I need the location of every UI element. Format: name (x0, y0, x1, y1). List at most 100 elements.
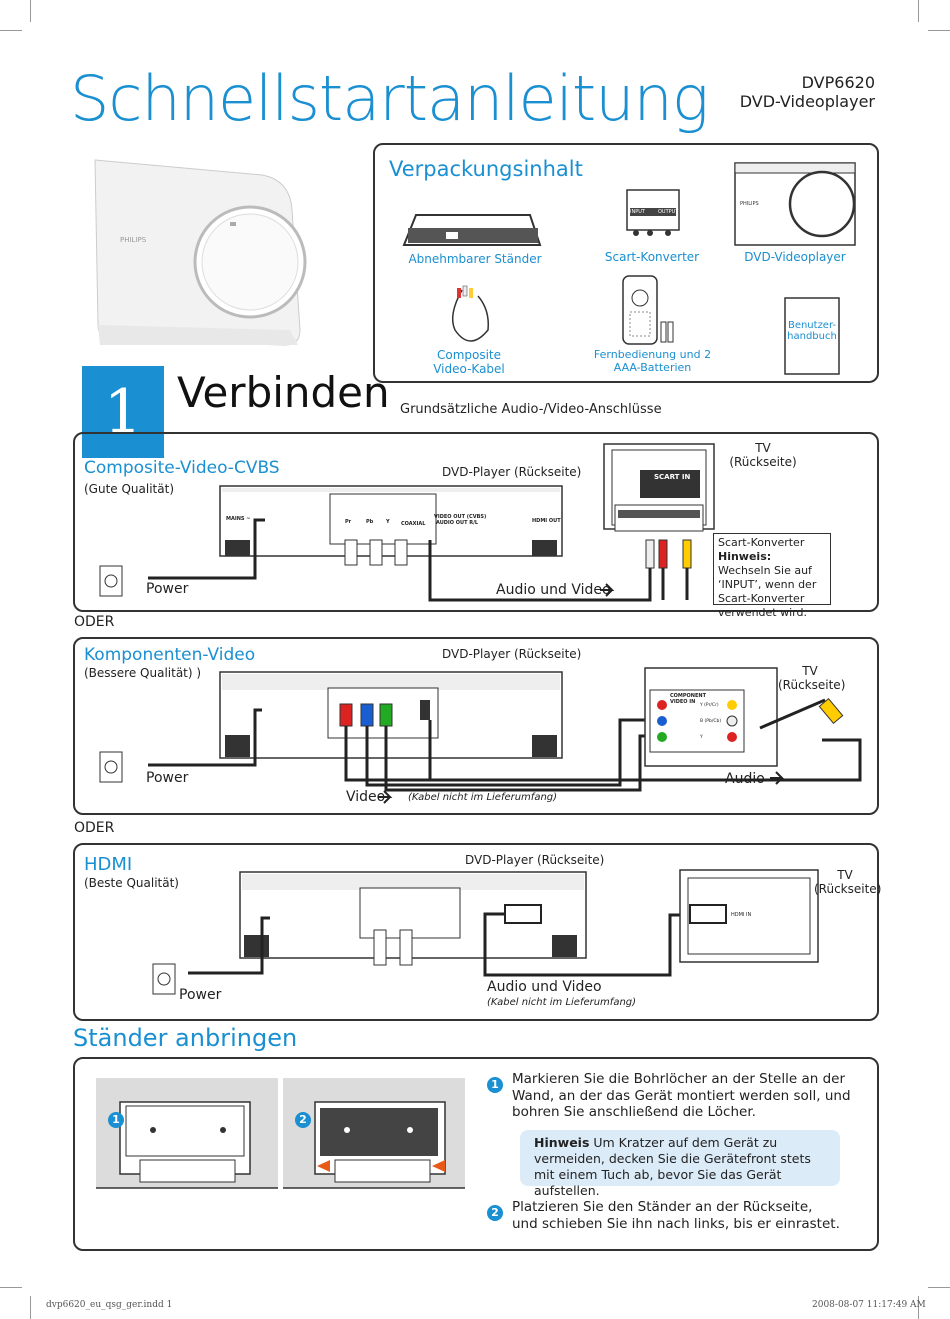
crop-mark (928, 30, 950, 31)
hdmi-cable-note: (Kabel nicht im Lieferumfang) (487, 997, 637, 1008)
crop-mark (30, 1296, 31, 1319)
hdmi-player-label: DVD-Player (Rückseite) (465, 853, 605, 867)
section-number: 1 (82, 366, 164, 458)
scart-in-label: SCART IN (654, 473, 691, 481)
cvbs-panel-pb: Pb (366, 519, 374, 525)
cvbs-tv-back (603, 443, 715, 569)
stand-step2-image (283, 1078, 465, 1189)
power-socket-icon (152, 963, 176, 995)
hdmi-av-label: Audio und Video (487, 979, 602, 995)
player-hero-image: PHILIPS (94, 159, 307, 346)
cvbs-player-label: DVD-Player (Rückseite) (442, 465, 582, 479)
package-item-manual: Benutzer- handbuch (787, 320, 837, 342)
package-item-cable: Composite Video-Kabel (433, 348, 505, 376)
package-title: Verpackungsinhalt (389, 157, 583, 181)
cvbs-title: Composite-Video-CVBS (84, 458, 280, 478)
cvbs-quality: (Gute Qualität) (84, 482, 175, 496)
component-tv-back (644, 667, 844, 767)
tv-pb-label: B (Pb/Cb) (700, 719, 722, 724)
scart-note-title: Scart-Konverter (718, 536, 805, 549)
cvbs-box (73, 432, 879, 612)
scart-note-bold: Hinweis: (718, 550, 772, 563)
manual-icon (784, 297, 840, 375)
package-item-stand: Abnehmbarer Ständer (408, 252, 542, 266)
scart-input-label: INPUT (630, 209, 645, 215)
scart-converter-icon (626, 189, 680, 236)
composite-cable-icon (451, 285, 490, 342)
package-item-scart: Scart-Konverter (604, 250, 700, 264)
cvbs-player-back (219, 485, 563, 566)
stand-icon (402, 214, 542, 246)
cvbs-power-label: Power (146, 581, 189, 597)
svg-text:PHILIPS: PHILIPS (740, 201, 759, 207)
cvbs-panel-y: Y (386, 519, 390, 525)
remote-control-icon (622, 275, 674, 345)
scart-note-text: Wechseln Sie auf ‘INPUT’, wenn der Scart… (718, 564, 817, 619)
page-title: Schnellstartanleitung (70, 62, 709, 135)
cvbs-panel-mains: MAINS ~ (226, 516, 251, 522)
hdmi-quality: (Beste Qualität) (84, 876, 179, 890)
or-divider: ODER (74, 820, 115, 836)
section-title: Verbinden (177, 368, 390, 417)
hdmi-player-back (239, 871, 587, 966)
component-player-back (219, 671, 563, 759)
crop-mark (0, 30, 22, 31)
hdmi-in-label: HDMI IN (731, 912, 752, 918)
step1-text: Markieren Sie die Bohrlöcher an der Stel… (512, 1071, 851, 1120)
cvbs-tv-label: TV (Rückseite) (729, 441, 797, 469)
stand-step1-image (96, 1078, 278, 1189)
tv-y-label: Y (700, 735, 703, 740)
model-number: DVP6620 (801, 73, 875, 92)
tv-ypr-label: Y (Pr/Cr) (700, 703, 719, 708)
cvbs-panel-pr: Pr (345, 519, 352, 525)
crop-mark (918, 0, 919, 22)
step2-badge: 2 (487, 1201, 503, 1221)
stand-note-bold: Hinweis (534, 1135, 590, 1150)
component-video-label: Video (346, 789, 386, 805)
scart-note: Scart-Konverter Hinweis: Wechseln Sie au… (713, 533, 831, 619)
package-contents-box (373, 143, 879, 383)
component-tv-label: TV (Rückseite) (778, 664, 846, 692)
component-quality: (Bessere Qualität) ) (84, 666, 202, 680)
crop-mark (928, 1287, 950, 1288)
cvbs-av-label: Audio und Video (496, 582, 611, 598)
or-divider: ODER (74, 614, 115, 630)
hdmi-tv-back (679, 869, 819, 963)
svg-text:PHILIPS: PHILIPS (120, 236, 147, 244)
product-name: DVD-Videoplayer (739, 92, 875, 111)
crop-mark (918, 1296, 919, 1319)
component-power-label: Power (146, 770, 189, 786)
stand-title: Ständer anbringen (73, 1024, 298, 1052)
step2-text: Platzieren Sie den Ständer an der Rückse… (512, 1199, 840, 1232)
stand-img1-badge: 1 (108, 1108, 124, 1128)
model-block: DVP6620 DVD-Videoplayer (740, 73, 875, 111)
stand-note-text: Um Kratzer auf dem Gerät zu vermeiden, d… (534, 1135, 811, 1198)
stand-box (73, 1057, 879, 1251)
scart-output-label: OUTPUT (658, 209, 679, 215)
hdmi-power-label: Power (179, 987, 222, 1003)
cvbs-panel-coaxial: COAXIAL (401, 521, 426, 527)
power-socket-icon (99, 751, 123, 783)
stand-note: Hinweis Um Kratzer auf dem Gerät zu verm… (520, 1130, 840, 1198)
crop-mark (30, 0, 31, 22)
package-item-player: DVD-Videoplayer (744, 250, 846, 264)
stand-img2-badge: 2 (295, 1108, 311, 1128)
footer-date: 2008-08-07 11:17:49 AM (812, 1300, 926, 1310)
component-player-label: DVD-Player (Rückseite) (442, 647, 582, 661)
hdmi-box (73, 843, 879, 1021)
step1-badge: 1 (487, 1073, 503, 1093)
cvbs-panel-video-out: VIDEO OUT (CVBS) (434, 514, 487, 520)
crop-mark (0, 1287, 22, 1288)
hdmi-title: HDMI (84, 854, 133, 875)
cvbs-panel-audio-out: AUDIO OUT R/L (436, 520, 479, 526)
power-socket-icon (99, 565, 123, 597)
component-title: Komponenten-Video (84, 645, 256, 665)
cvbs-panel-hdmi-out: HDMI OUT (532, 518, 561, 524)
footer-file: dvp6620_eu_qsg_ger.indd 1 (46, 1300, 173, 1310)
hdmi-tv-label: TV (Rückseite) (814, 868, 882, 896)
component-audio-label: Audio (725, 771, 765, 787)
tv-component-label: COMPONENT VIDEO IN (670, 693, 707, 705)
package-item-remote: Fernbedienung und 2 AAA-Batterien (593, 348, 712, 374)
component-box (73, 637, 879, 815)
